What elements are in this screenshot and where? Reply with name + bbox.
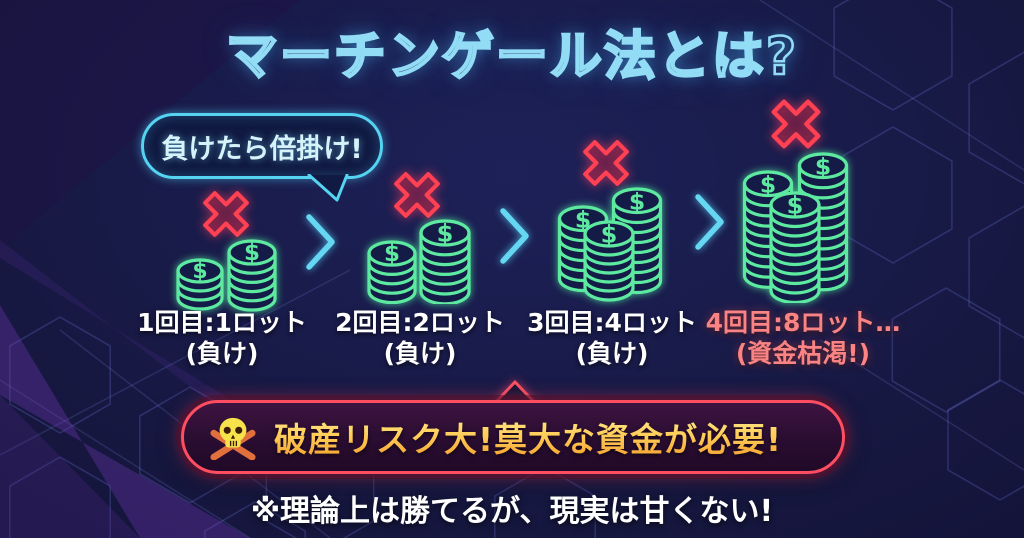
callout-text: 負けたら倍掛け!	[161, 133, 363, 165]
stage-1-result: (負け)	[185, 339, 259, 368]
chevron-right-icon	[306, 214, 335, 270]
stage-4-label: 4回目:8ロット… (資金枯渇!)	[688, 307, 918, 369]
x-icon	[771, 99, 821, 149]
stage-2-label: 2回目:2ロット (負け)	[310, 307, 530, 369]
callout-bubble: 負けたら倍掛け!	[141, 113, 383, 179]
warning-text: 破産リスク大!莫大な資金が必要!	[274, 413, 782, 461]
svg-text:$: $	[575, 205, 591, 233]
svg-text:$: $	[815, 152, 831, 180]
footnote-text: ※理論上は勝てるが、現実は甘くない!	[250, 494, 774, 529]
svg-text:$: $	[192, 259, 207, 284]
skull-crossbones-icon	[210, 417, 256, 460]
warning-banner: 破産リスク大!莫大な資金が必要!	[181, 400, 845, 474]
stage-3-round: 3回目:4ロット	[527, 308, 697, 337]
svg-text:$: $	[629, 187, 645, 215]
coin-stack-icon: $ $ $	[742, 152, 849, 303]
coin-stack-icon: $ $ $	[557, 187, 663, 302]
x-icon	[203, 191, 249, 237]
stage-3-label: 3回目:4ロット (負け)	[502, 307, 722, 369]
stage-3-result: (負け)	[575, 339, 649, 368]
coin-stack-icon: $$	[367, 219, 471, 304]
callout-bubble-tail	[307, 174, 349, 202]
chevron-right-icon	[695, 194, 724, 250]
stage-1-label: 1回目:1ロット (負け)	[112, 307, 332, 369]
svg-text:$: $	[601, 221, 618, 249]
stage-4-result: (資金枯渇!)	[735, 339, 871, 368]
svg-text:$: $	[244, 240, 260, 266]
svg-text:$: $	[760, 170, 776, 198]
x-icon	[583, 140, 629, 186]
stage-4-round: 4回目:8ロット…	[705, 308, 901, 337]
svg-text:$: $	[787, 192, 804, 220]
chevron-right-icon	[500, 208, 529, 264]
stage-1-round: 1回目:1ロット	[137, 308, 307, 337]
svg-text:$: $	[384, 241, 400, 267]
coin-stack-icon: $$	[176, 239, 277, 312]
stage-2-result: (負け)	[383, 339, 457, 368]
svg-text:$: $	[437, 220, 454, 248]
page-title: マーチンゲール法とは?	[225, 26, 799, 89]
x-icon	[394, 172, 440, 218]
stage-2-round: 2回目:2ロット	[335, 308, 505, 337]
banner-pointer	[492, 380, 538, 405]
